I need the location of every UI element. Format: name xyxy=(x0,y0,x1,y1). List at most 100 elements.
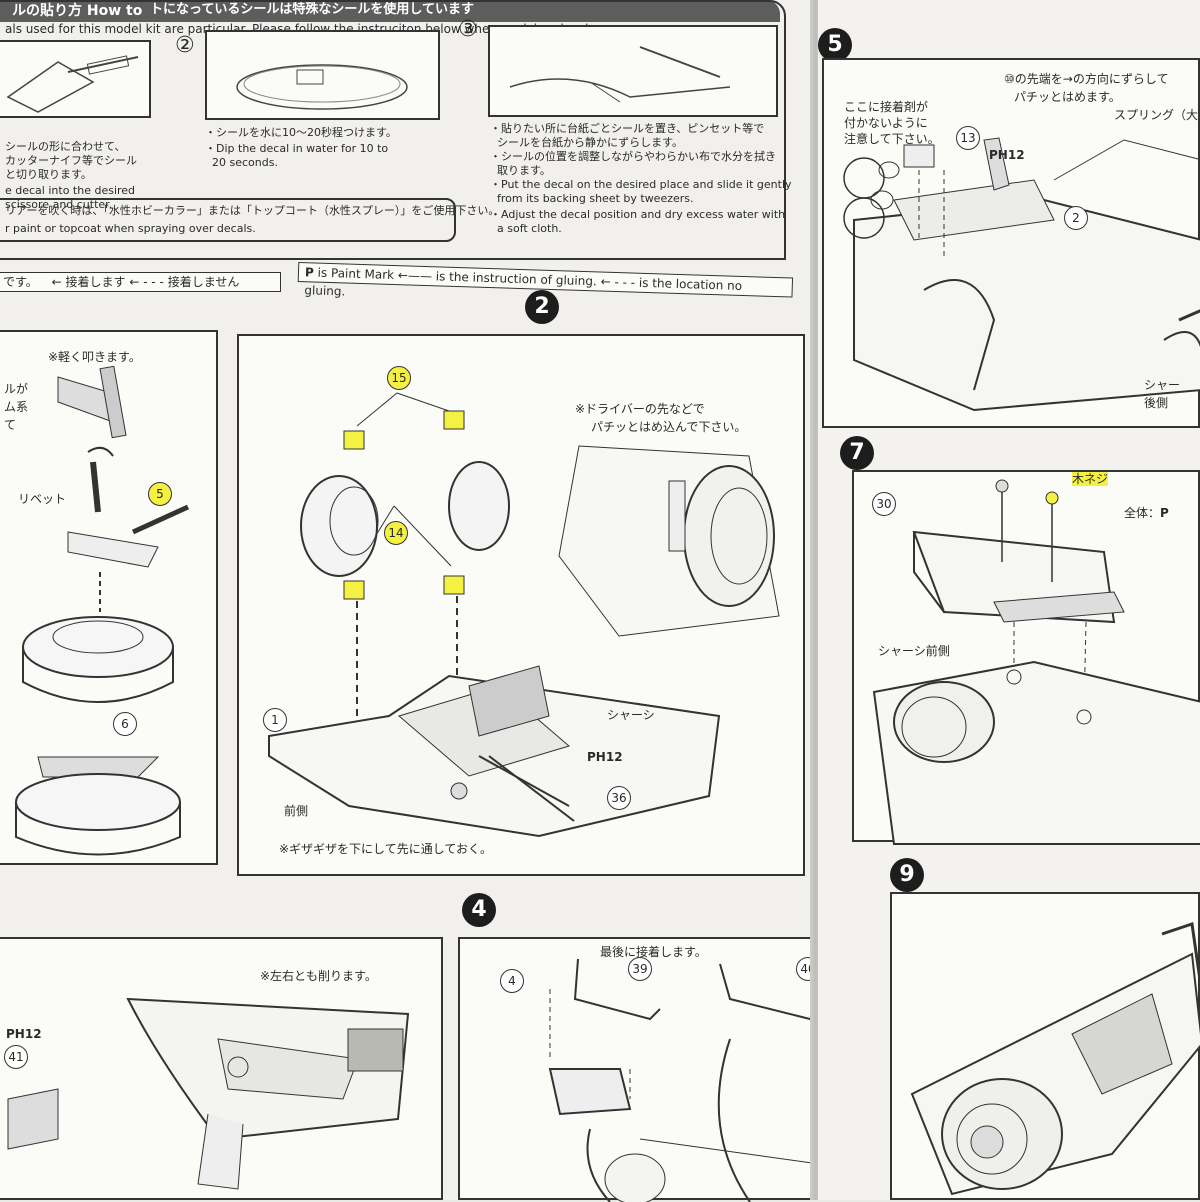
assembled-chassis-illustration xyxy=(910,922,1200,1196)
decal-step2-number: ② xyxy=(175,33,195,58)
no-glue-note-3: 注意して下さい。 xyxy=(844,132,940,146)
decal-step2-en1: ・Dip the decal in water for 10 to xyxy=(205,142,389,155)
rods-bumper-illustration xyxy=(548,958,856,1202)
step2-panel: 15 14 1 36 シャーシ 前側 PH12 ※ドライバーの先などで パチッと… xyxy=(237,334,805,876)
wheel-rivet-illustration xyxy=(15,365,190,856)
spray-note-box xyxy=(0,198,456,242)
decal-step1-en1: e decal into the desired xyxy=(5,184,136,197)
step7-panel: 木ネジ 30 全体：P シャーシ前側 xyxy=(852,470,1200,845)
step-number-4: 4 xyxy=(462,893,496,927)
decal-step1-image xyxy=(0,40,151,118)
legend-jp-left: です。 xyxy=(3,275,38,289)
decal-step1-jp2: カッターナイフ等でシール xyxy=(5,154,137,167)
part-number-36: 36 xyxy=(607,786,631,810)
left-page: ルの貼り方 How to トになっているシールは特殊なシールを使用しています a… xyxy=(0,0,856,1202)
step-number-7: 7 xyxy=(840,436,874,470)
overall-label: 全体：P xyxy=(1124,506,1169,520)
chassis-wheel-illustration xyxy=(268,392,780,838)
decal-step3-number: ③ xyxy=(458,17,478,42)
step1-side-text-2: ム系 xyxy=(4,400,29,414)
part-number-2-step5: 2 xyxy=(1064,206,1088,230)
spray-note-en: r paint or topcoat when spraying over de… xyxy=(5,222,256,235)
decal-header: ルの貼り方 How to xyxy=(0,0,780,22)
rear-label-1: シャー xyxy=(1144,378,1181,392)
step5-note-2: パチッとはめます。 xyxy=(1014,90,1121,104)
spring-chassis-illustration xyxy=(843,137,1200,412)
step1-panel: ※軽く叩きます。 ルが ム系 て リベット 5 6 xyxy=(0,330,218,865)
wood-screw-text: 木ネジ xyxy=(1072,472,1109,486)
rivet-label: リベット xyxy=(18,492,67,506)
tweezers-illustration xyxy=(509,46,731,103)
step5-note-1: ⑩の先端を→の方向にずらして xyxy=(1004,72,1169,86)
decal-step3-en3: ・Adjust the decal position and dry exces… xyxy=(490,208,786,221)
decal-step3-jp3: ・シールの位置を調整しながらやわらかい布で水分を拭き xyxy=(490,150,776,163)
part-number-6: 6 xyxy=(113,712,137,736)
decal-step1-en2: scissore and cutter. xyxy=(5,198,113,211)
glue-last-note: 最後に接着します。 xyxy=(600,945,707,959)
step1-tap-note: ※軽く叩きます。 xyxy=(48,350,141,364)
step1-side-text-3: て xyxy=(4,418,17,432)
paint-mark-h12-text: H12 xyxy=(595,750,623,764)
no-glue-note-1: ここに接着剤が xyxy=(844,100,929,114)
part-number-4: 4 xyxy=(500,969,524,993)
wood-screw-label: 木ネジ xyxy=(1072,472,1109,487)
decal-step3-jp4: 取ります。 xyxy=(497,164,551,177)
step1-side-text-1: ルが xyxy=(4,382,29,396)
part-number-14: 14 xyxy=(384,521,408,545)
step4-left-panel: ※左右とも削ります。 PH12 41 xyxy=(0,937,443,1200)
decal-step3-en2: from its backing sheet by tweezers. xyxy=(497,192,694,205)
legend-en-paint: is Paint Mark xyxy=(317,265,395,283)
decal-step2-image xyxy=(205,30,440,120)
step5-panel: ⑩の先端を→の方向にずらして パチッとはめます。 スプリング（大） ここに接着剤… xyxy=(822,58,1200,428)
part-number-5: 5 xyxy=(148,482,172,506)
legend-en-glue: is the instruction of gluing. xyxy=(435,269,597,289)
decal-step3-en4: a soft cloth. xyxy=(497,222,562,235)
decal-header-subtitle-en: als used for this model kit are particul… xyxy=(5,22,595,36)
shave-note: ※左右とも削ります。 xyxy=(260,969,377,983)
decal-step3-image xyxy=(488,25,778,117)
step-number-2: 2 xyxy=(525,290,559,324)
step4-right-panel: 最後に接着します。 4 39 40 xyxy=(458,937,856,1202)
spray-note-jp: リアーを吹く時は、「水性ホビーカラー」または「トップコート（水性スプレー）」をご… xyxy=(5,204,500,217)
jagged-note: ※ギザギザを下にして先に通しておく。 xyxy=(279,842,492,856)
decal-step3-jp2: シールを台紙から静かにずらします。 xyxy=(497,136,684,149)
cutting-illustration xyxy=(6,55,139,113)
part-number-41: 41 xyxy=(4,1045,28,1069)
driver-note-2: パチッとはめ込んで下さい。 xyxy=(591,420,747,434)
part-number-15: 15 xyxy=(387,366,411,390)
front-side-label: 前側 xyxy=(284,804,309,818)
water-dish-illustration xyxy=(236,64,408,110)
decal-step2-jp: ・シールを水に10〜20秒程つけます。 xyxy=(205,126,397,139)
chassis-front-label: シャーシ前側 xyxy=(878,644,950,658)
battery-holder-illustration xyxy=(872,479,1200,845)
suspension-arm-illustration xyxy=(7,997,410,1190)
decal-instruction-frame xyxy=(0,0,786,260)
rear-label-2: 後側 xyxy=(1144,396,1169,410)
part-number-13: 13 xyxy=(956,126,980,150)
legend-jp: です。 ← 接着します ← - - - 接着しません xyxy=(0,272,281,292)
paint-mark-h12: PH12 xyxy=(587,750,623,764)
overall-text: 全体： xyxy=(1124,506,1161,520)
decal-step3-en1: ・Put the decal on the desired place and … xyxy=(490,178,792,191)
decal-step3-jp1: ・貼りたい所に台紙ごとシールを置き、ピンセット等で xyxy=(490,122,765,135)
paint-mark-h12-step5-text: H12 xyxy=(997,148,1025,162)
chassis-label: シャーシ xyxy=(607,708,655,722)
spring-label: スプリング（大） xyxy=(1114,108,1200,122)
decal-header-title: ルの貼り方 How to xyxy=(12,3,143,19)
step-number-9: 9 xyxy=(890,858,924,892)
decal-step1-jp3: と切り取ります。 xyxy=(5,168,92,181)
part-number-39: 39 xyxy=(628,957,652,981)
decal-header-subtitle-jp: トになっているシールは特殊なシールを使用しています xyxy=(150,2,474,17)
paint-mark-h12-step4-text: H12 xyxy=(14,1027,42,1041)
driver-note-1: ※ドライバーの先などで xyxy=(575,402,705,416)
part-number-30: 30 xyxy=(872,492,896,516)
legend-jp-glue: 接着します xyxy=(65,275,126,289)
step-number-5: 5 xyxy=(818,28,852,62)
decal-step1-jp1: シールの形に合わせて、 xyxy=(5,140,126,153)
step9-panel xyxy=(890,892,1200,1200)
part-number-1: 1 xyxy=(263,708,287,732)
right-page: 5 ⑩の先端を→の方向にずらして パチッとはめます。 スプリング（大） ここに接… xyxy=(818,0,1200,1200)
paint-mark-h12-step5: PH12 xyxy=(989,148,1025,162)
no-glue-note-2: 付かないように xyxy=(844,116,928,130)
paint-mark-h12-step4: PH12 xyxy=(6,1027,42,1041)
